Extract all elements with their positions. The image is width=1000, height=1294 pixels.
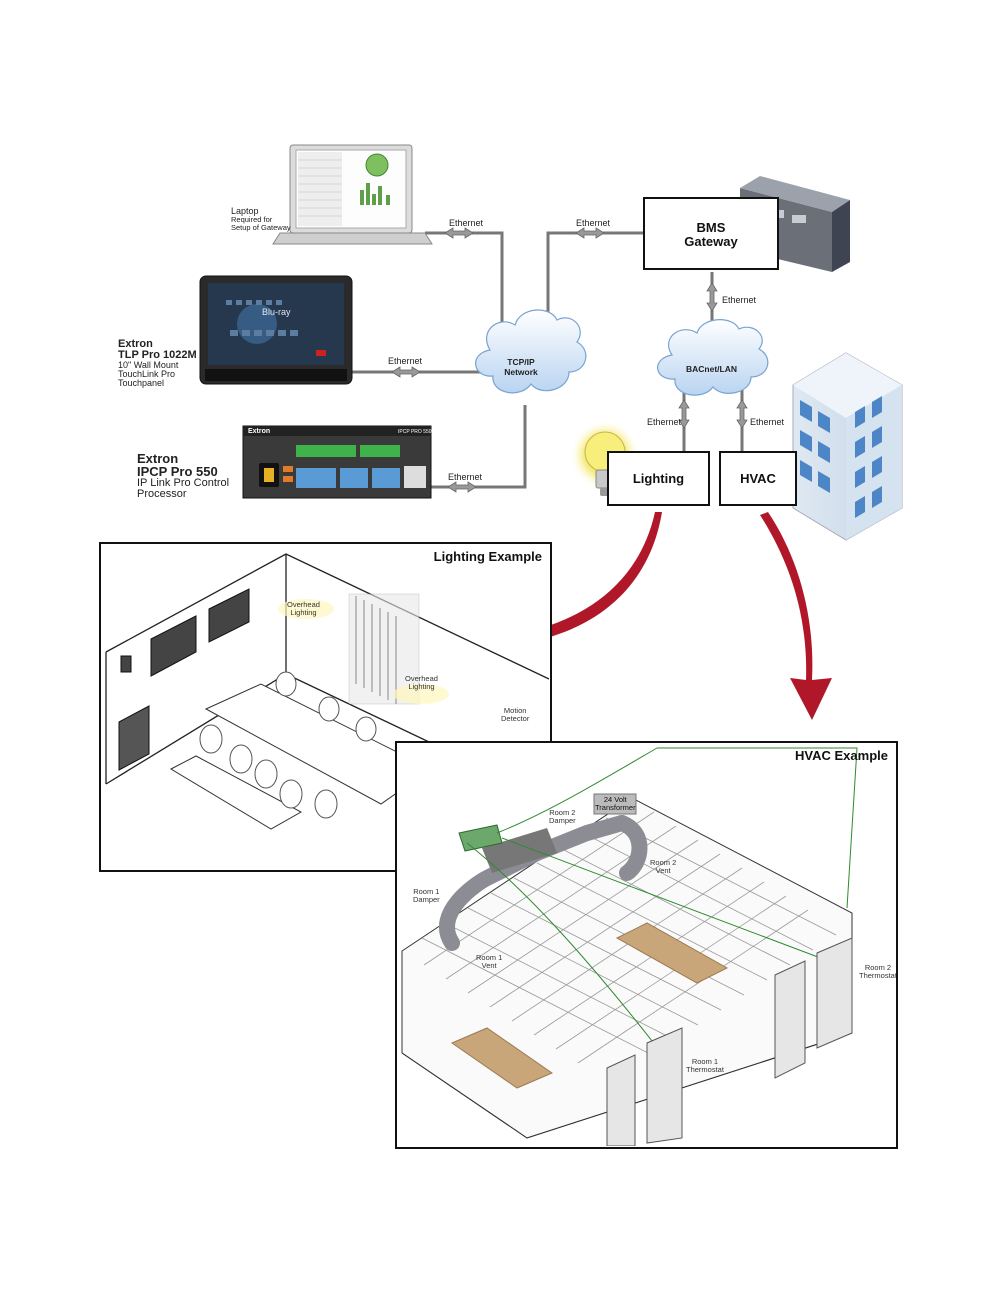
laptop-label: Laptop Required for Setup of Gateway xyxy=(231,206,291,232)
arrow-ipcp xyxy=(447,481,477,493)
hvac-label: HVAC xyxy=(740,471,776,486)
conference-room-illustration xyxy=(105,553,549,830)
ethernet-label-bms: Ethernet xyxy=(576,218,611,228)
hvac-example-title: HVAC Example xyxy=(795,748,888,763)
ethernet-label-bacnet: Ethernet xyxy=(722,295,757,305)
office-building-illustration xyxy=(792,352,903,541)
tlp-screen-text: Blu-ray xyxy=(262,307,291,317)
cable-laptop-tcpip xyxy=(425,231,504,340)
ipcp-processor-illustration xyxy=(242,425,432,499)
cable-arrows xyxy=(391,227,748,493)
ethernet-label-hvac: Ethernet xyxy=(750,417,785,427)
arrow-tlp xyxy=(391,366,421,378)
ipcp-front-model: IPCP PRO 550 xyxy=(398,429,432,435)
lighting-box: Lighting xyxy=(607,451,710,506)
lighting-label: Lighting xyxy=(632,471,685,486)
arrow-hvac-to-example xyxy=(760,512,832,720)
arrow-bms-bacnet xyxy=(706,282,718,312)
ipcp-front-brand: Extron xyxy=(248,428,271,435)
bacnet-cloud xyxy=(657,319,769,396)
arrow-bms xyxy=(575,227,605,239)
ethernet-label-ipcp: Ethernet xyxy=(448,472,483,482)
tcpip-cloud xyxy=(475,309,587,394)
bacnet-cloud-label: BACnet/LAN xyxy=(686,364,737,374)
arrow-lighting xyxy=(678,399,690,429)
ethernet-label-tlp: Ethernet xyxy=(388,356,423,366)
hvac-box: HVAC xyxy=(719,451,797,506)
arrow-laptop xyxy=(444,227,474,239)
arrow-hvac xyxy=(736,399,748,429)
ethernet-label-lighting: Ethernet xyxy=(647,417,682,427)
ethernet-label-laptop: Ethernet xyxy=(449,218,484,228)
laptop-illustration xyxy=(272,144,433,245)
cable-tcpip-bms xyxy=(546,231,643,330)
tlp-label: Extron TLP Pro 1022M 10" Wall Mount Touc… xyxy=(118,338,197,388)
lighting-example-title: Lighting Example xyxy=(433,549,542,564)
hvac-room-illustration xyxy=(401,747,858,1146)
tlp-touchpanel-illustration xyxy=(199,275,353,385)
ipcp-label: Extron IPCP Pro 550 IP Link Pro Control … xyxy=(137,451,230,500)
